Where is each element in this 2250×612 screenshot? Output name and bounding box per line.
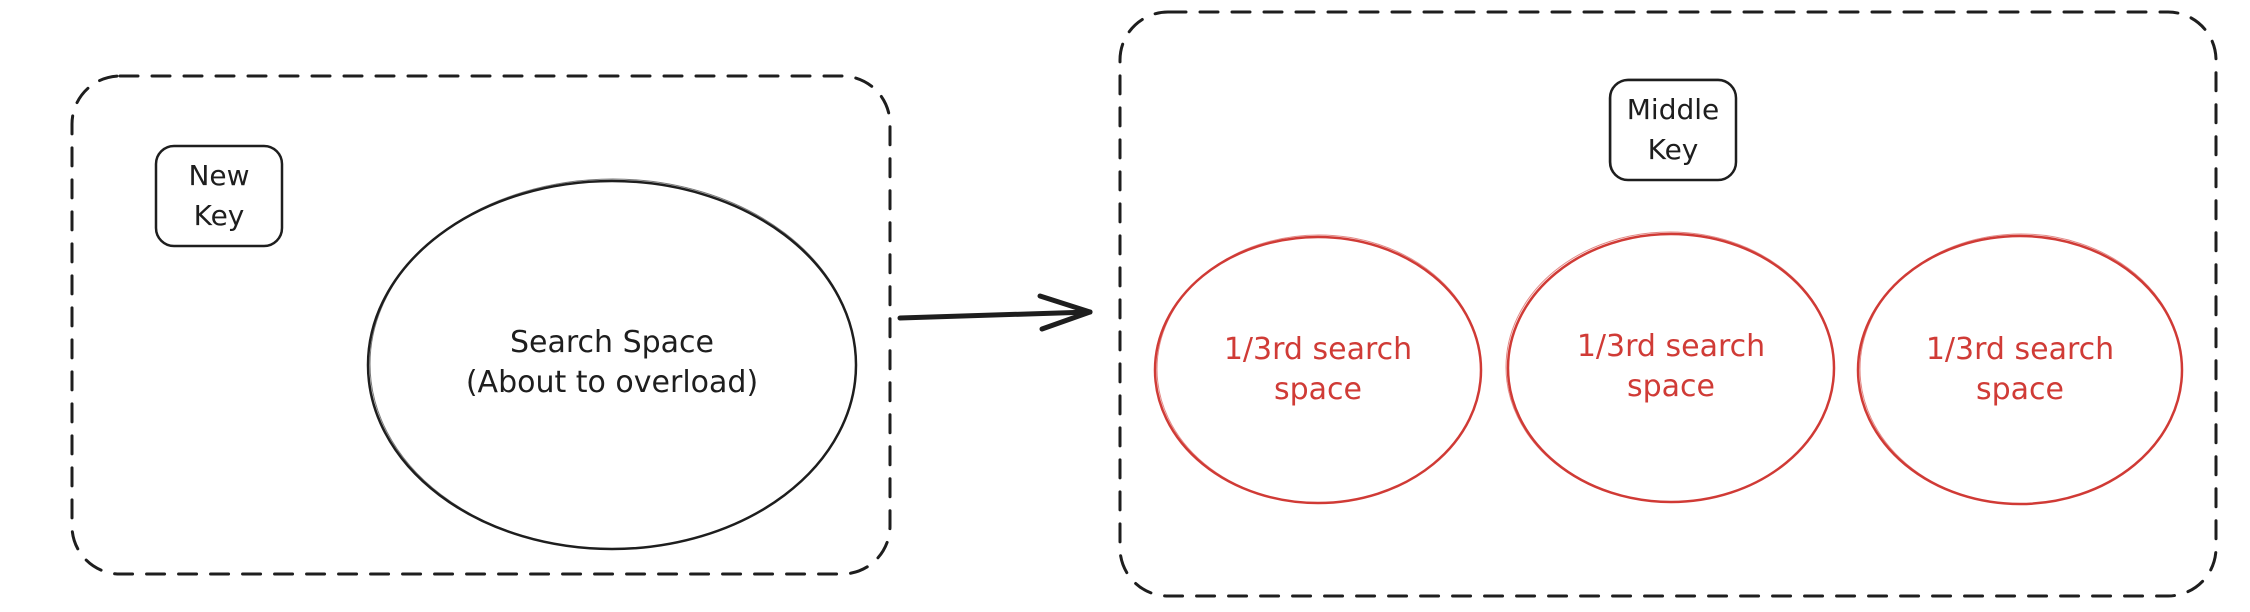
- search-space-line2: (About to overload): [465, 365, 759, 400]
- new-key-label: New Key: [156, 156, 282, 236]
- search-space-label: Search Space (About to overload): [412, 323, 812, 403]
- middle-key-line1: Middle: [1626, 93, 1720, 126]
- partition-2-line2: space: [1626, 369, 1715, 404]
- partition-label-3: 1/3rd search space: [1870, 330, 2170, 410]
- arrow-right-icon: [897, 293, 1093, 332]
- middle-key-label: Middle Key: [1610, 90, 1736, 170]
- partition-3-line1: 1/3rd search: [1925, 332, 2115, 367]
- new-key-line1: New: [188, 159, 250, 192]
- new-key-line2: Key: [193, 199, 245, 232]
- partition-2-line1: 1/3rd search: [1576, 329, 1766, 364]
- partition-1-line1: 1/3rd search: [1223, 332, 1413, 367]
- right-dashed-container: [1118, 10, 2218, 598]
- partition-3-line2: space: [1975, 372, 2064, 407]
- search-space-line1: Search Space: [509, 325, 715, 360]
- left-dashed-container: [70, 74, 892, 576]
- partition-label-1: 1/3rd search space: [1168, 330, 1468, 410]
- partition-label-2: 1/3rd search space: [1521, 327, 1821, 407]
- new-key-box: [154, 144, 284, 248]
- middle-key-line2: Key: [1647, 133, 1699, 166]
- partition-1-line2: space: [1273, 372, 1362, 407]
